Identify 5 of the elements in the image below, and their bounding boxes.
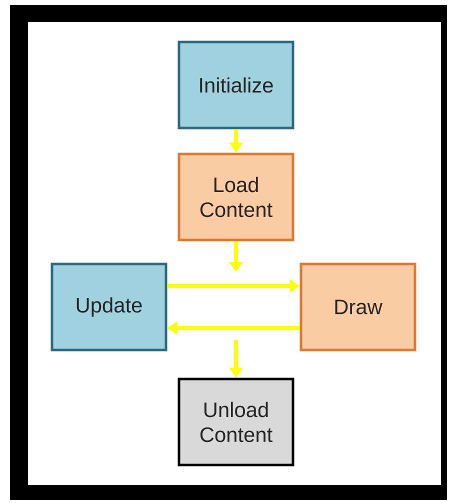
process-box: Load Content (178, 152, 294, 242)
process-box: Draw (300, 262, 416, 352)
process-box: Update (50, 262, 168, 352)
process-box: Unload Content (178, 378, 294, 466)
process-box: Initialize (178, 40, 294, 130)
